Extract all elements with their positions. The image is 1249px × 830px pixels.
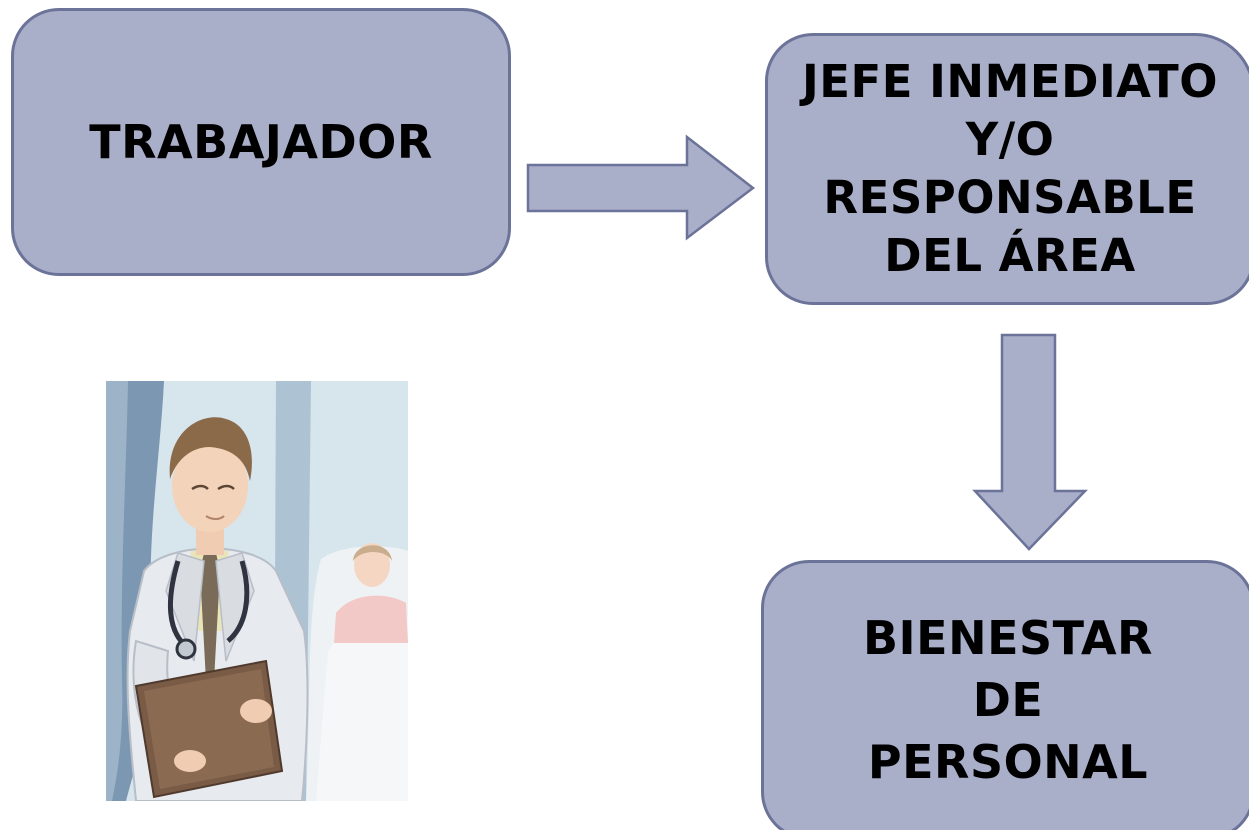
- node-jefe-inmediato: JEFE INMEDIATO Y/O RESPONSABLE DEL ÁREA: [765, 33, 1249, 305]
- doctor-with-clipboard-icon: [106, 381, 408, 801]
- arrow-right-icon: [526, 134, 756, 241]
- node-bienestar-personal: BIENESTAR DE PERSONAL: [761, 560, 1249, 830]
- arrow-down-icon: [972, 333, 1088, 551]
- node-bienestar-personal-label: BIENESTAR DE PERSONAL: [863, 611, 1153, 789]
- node-jefe-inmediato-label: JEFE INMEDIATO Y/O RESPONSABLE DEL ÁREA: [802, 55, 1218, 282]
- node-trabajador-label: TRABAJADOR: [89, 115, 433, 169]
- node-trabajador: TRABAJADOR: [11, 8, 511, 276]
